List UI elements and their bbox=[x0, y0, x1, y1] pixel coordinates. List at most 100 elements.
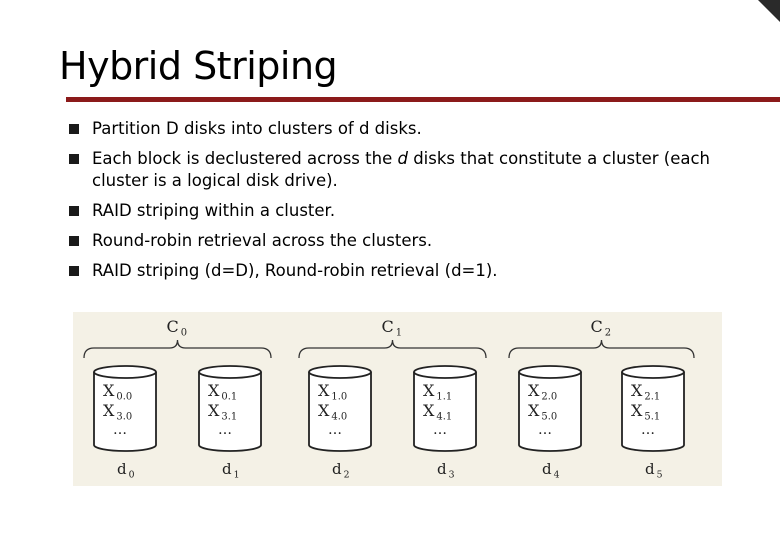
disk-cylinder-top bbox=[198, 365, 262, 379]
disk-block-label-base: X bbox=[528, 381, 540, 400]
disk-block-label-subscript: 5.1 bbox=[644, 412, 660, 423]
square-bullet-icon bbox=[69, 206, 79, 216]
cluster-brace bbox=[298, 339, 487, 359]
bullet-text: RAID striping (d=D), Round-robin retriev… bbox=[92, 261, 498, 280]
disk-label-subscript: 1 bbox=[234, 469, 240, 480]
disk-cylinder-top bbox=[413, 365, 477, 379]
bullet-item: Each block is declustered across the d d… bbox=[62, 148, 762, 192]
bullet-list: Partition D disks into clusters of d dis… bbox=[62, 118, 762, 290]
disk-cylinder-body bbox=[198, 372, 262, 452]
disk-block-label-subscript: 1.1 bbox=[436, 392, 452, 403]
cluster-brace bbox=[508, 339, 695, 359]
disk-cylinder-top bbox=[93, 365, 157, 379]
disk-block-label-base: X bbox=[631, 401, 643, 420]
cluster-label-subscript: 2 bbox=[605, 328, 611, 339]
bullet-text-after: disks that constitute a cluster (each cl… bbox=[92, 149, 711, 190]
disk-block-label-subscript: 3.1 bbox=[221, 412, 237, 423]
disk-block-label-subscript: 3.0 bbox=[116, 412, 132, 423]
bullet-text-italic: d bbox=[397, 149, 408, 168]
disk-block-label-base: X bbox=[318, 401, 330, 420]
disk-ellipsis: … bbox=[218, 422, 232, 438]
square-bullet-icon bbox=[69, 236, 79, 246]
cluster-label-base: C bbox=[591, 317, 603, 336]
disk-block-label-base: X bbox=[103, 381, 115, 400]
disk-cylinder-body bbox=[308, 372, 372, 452]
cluster-label-subscript: 0 bbox=[181, 328, 187, 339]
square-bullet-icon bbox=[69, 124, 79, 134]
disk-cylinder-top bbox=[518, 365, 582, 379]
disk-block-label-base: X bbox=[103, 401, 115, 420]
disk-label-subscript: 2 bbox=[344, 469, 350, 480]
bullet-text-before: Each block is declustered across the bbox=[92, 149, 398, 168]
bullet-text: Partition D disks into clusters of d dis… bbox=[92, 119, 422, 138]
title-underline bbox=[66, 97, 780, 102]
disk-label-base: d bbox=[542, 460, 552, 478]
cluster-label-base: C bbox=[167, 317, 179, 336]
bullet-text: Round-robin retrieval across the cluster… bbox=[92, 231, 433, 250]
disk-block-label-subscript: 5.0 bbox=[541, 412, 557, 423]
disk-cylinder-body bbox=[413, 372, 477, 452]
disk-label-subscript: 0 bbox=[129, 469, 135, 480]
cluster-label-subscript: 1 bbox=[396, 328, 402, 339]
disk-block-label-base: X bbox=[631, 381, 643, 400]
disk-label-base: d bbox=[332, 460, 342, 478]
slide-title: Hybrid Striping bbox=[59, 44, 338, 88]
disk-block-label-base: X bbox=[208, 401, 220, 420]
square-bullet-icon bbox=[69, 266, 79, 276]
disk-ellipsis: … bbox=[433, 422, 447, 438]
cluster-label-base: C bbox=[382, 317, 394, 336]
disk-block-label-base: X bbox=[208, 381, 220, 400]
disk-label-base: d bbox=[222, 460, 232, 478]
disk-cylinder-body bbox=[518, 372, 582, 452]
disk-label-base: d bbox=[117, 460, 127, 478]
disk-cylinder-top bbox=[308, 365, 372, 379]
disk-ellipsis: … bbox=[538, 422, 552, 438]
disk-block-label-subscript: 2.0 bbox=[541, 392, 557, 403]
cluster-brace bbox=[83, 339, 272, 359]
disk-ellipsis: … bbox=[641, 422, 655, 438]
disk-ellipsis: … bbox=[328, 422, 342, 438]
disk-label-subscript: 4 bbox=[554, 469, 560, 480]
disk-label-subscript: 3 bbox=[449, 469, 455, 480]
bullet-item: RAID striping within a cluster. bbox=[62, 200, 762, 222]
square-bullet-icon bbox=[69, 154, 79, 164]
bullet-item: Round-robin retrieval across the cluster… bbox=[62, 230, 762, 252]
disk-block-label-subscript: 2.1 bbox=[644, 392, 660, 403]
disk-block-label-base: X bbox=[318, 381, 330, 400]
disk-block-label-base: X bbox=[528, 401, 540, 420]
disk-block-label-subscript: 4.0 bbox=[331, 412, 347, 423]
disk-cylinder-body bbox=[93, 372, 157, 452]
disk-block-label-subscript: 1.0 bbox=[331, 392, 347, 403]
disk-block-label-subscript: 4.1 bbox=[436, 412, 452, 423]
bullet-item: Partition D disks into clusters of d dis… bbox=[62, 118, 762, 140]
disk-label-base: d bbox=[645, 460, 655, 478]
disk-ellipsis: … bbox=[113, 422, 127, 438]
bullet-item: RAID striping (d=D), Round-robin retriev… bbox=[62, 260, 762, 282]
disk-block-label-base: X bbox=[423, 401, 435, 420]
disk-label-base: d bbox=[437, 460, 447, 478]
